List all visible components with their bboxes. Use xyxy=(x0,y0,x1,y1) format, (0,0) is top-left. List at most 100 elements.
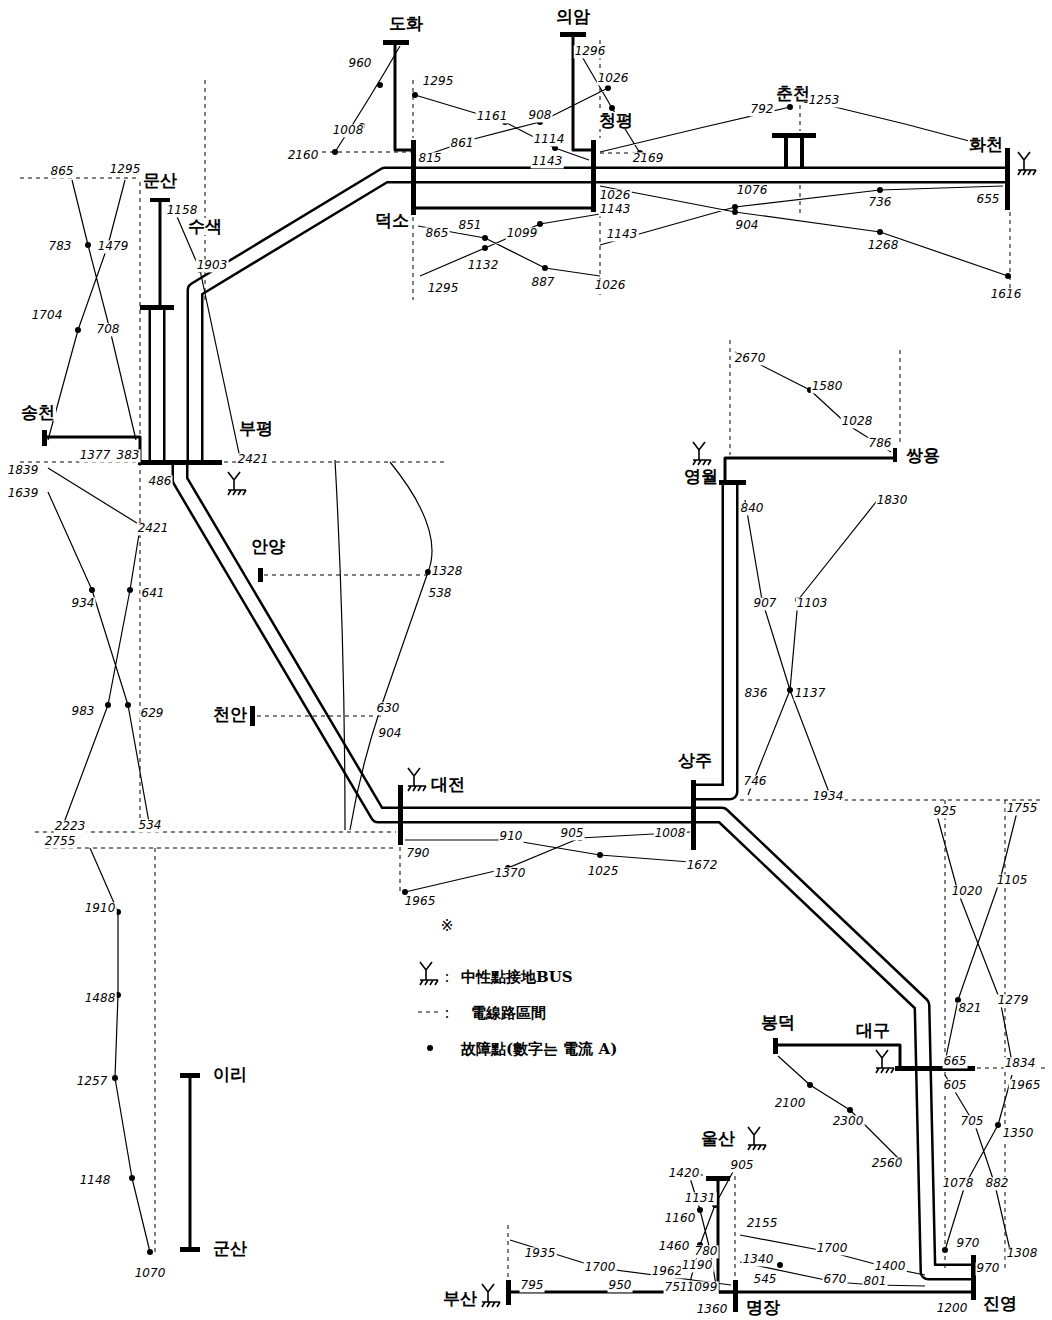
bus-bar: 춘천 xyxy=(772,133,816,138)
line-stroke xyxy=(195,175,411,460)
bus-bar: 송천 xyxy=(42,430,47,446)
legend-text: 電線路區間 xyxy=(470,1005,547,1022)
fault-current-value: 1834 xyxy=(1004,1057,1037,1070)
transmission-line xyxy=(718,1181,733,1292)
legend-dash-sample xyxy=(418,1012,440,1013)
fault-current-value: 1672 xyxy=(686,859,719,872)
fault-current-value: 1360 xyxy=(696,1303,729,1316)
fault-current-value: 2670 xyxy=(734,352,767,365)
bus-bar: 상주 xyxy=(691,780,696,850)
line-gap xyxy=(696,815,971,1272)
bus-bar: 덕소 xyxy=(411,140,416,215)
fault-current-value: 1148 xyxy=(79,1174,112,1187)
fault-current-value: 1190 xyxy=(681,1259,714,1272)
line-stroke xyxy=(725,458,893,480)
fault-current-value: 1934 xyxy=(812,790,845,803)
fault-current-value: 1903 xyxy=(196,259,229,272)
fault-current-value: 1295 xyxy=(109,163,142,176)
bus-name: 쌍용 xyxy=(905,447,941,464)
transmission-line xyxy=(738,1292,971,1293)
fault-current-value: 1328 xyxy=(431,565,464,578)
line-gap xyxy=(180,465,398,815)
bus-bar: 안양 xyxy=(258,568,263,582)
grounded-bus-symbol xyxy=(228,472,246,495)
bus-name: 수색 xyxy=(187,218,223,235)
legend-text: 中性點接地BUS xyxy=(460,969,574,986)
fault-current-value: 1160 xyxy=(664,1212,697,1225)
fault-current-value: 1026 xyxy=(594,279,627,292)
fault-current-value: 821 xyxy=(958,1002,983,1015)
fault-current-value: 1700 xyxy=(816,1242,849,1255)
fault-current-value: 2560 xyxy=(871,1157,904,1170)
transmission-line xyxy=(511,1292,733,1293)
fault-current-value: 534 xyxy=(138,819,163,832)
fault-current-value: 1070 xyxy=(134,1267,167,1280)
fault-current-value: 746 xyxy=(743,775,768,788)
fault-current-value: 1253 xyxy=(808,94,841,107)
fault-current-value: 780 xyxy=(694,1245,719,1258)
fault-current-value: 1026 xyxy=(597,72,630,85)
fault-current-value: 887 xyxy=(531,276,556,289)
bus-bar: 문산 xyxy=(150,198,170,202)
fault-current-value: 630 xyxy=(376,702,401,715)
fault-current-value: 2421 xyxy=(137,522,170,535)
fault-current-value: 1076 xyxy=(736,184,769,197)
fault-current-value: 783 xyxy=(48,240,73,253)
fault-current-value: 970 xyxy=(956,1237,981,1250)
bus-name: 진영 xyxy=(982,1295,1018,1312)
fault-current-value: 538 xyxy=(428,587,453,600)
fault-current-value: 1704 xyxy=(31,309,64,322)
line-gap xyxy=(151,310,163,460)
legend-ground-sample xyxy=(420,962,438,985)
fault-current-value: 1131 xyxy=(684,1192,717,1205)
line-stroke xyxy=(149,310,166,460)
bus-name: 영월 xyxy=(683,468,719,485)
bus-bar: 화천 xyxy=(1005,148,1010,210)
fault-current-value: 2755 xyxy=(44,835,77,848)
fault-current-value: 861 xyxy=(450,137,475,150)
line-stroke xyxy=(47,437,140,460)
line-gap xyxy=(403,809,691,821)
fault-current-value: 1099 xyxy=(506,227,539,240)
fault-current-value: 1400 xyxy=(874,1260,907,1273)
fault-current-value: 629 xyxy=(140,707,165,720)
line-gap xyxy=(195,175,411,460)
fault-current-value: 1257 xyxy=(76,1075,109,1088)
fault-current-value: 383 xyxy=(116,449,141,462)
fault-current-value: 904 xyxy=(378,727,403,740)
transmission-line xyxy=(725,458,893,480)
line-stroke xyxy=(189,1078,192,1247)
legend-colon: : xyxy=(443,969,450,986)
fault-current-value: 904 xyxy=(735,219,760,232)
bus-name: 부평 xyxy=(238,420,274,437)
fault-current-value: 1639 xyxy=(7,487,40,500)
fault-current-value: 1935 xyxy=(524,1247,557,1260)
fault-current-value: 882 xyxy=(985,1177,1010,1190)
fault-current-value: 840 xyxy=(740,502,765,515)
line-stroke xyxy=(596,167,1005,184)
fault-current-value: 1103 xyxy=(796,597,829,610)
bus-name: 명장 xyxy=(745,1299,781,1316)
legend-text: 故障點(數字는 電流 A) xyxy=(460,1041,618,1058)
double-circuit-line xyxy=(403,815,691,816)
fault-current-value: 2169 xyxy=(632,152,665,165)
bus-name: 대전 xyxy=(430,776,466,793)
line-stroke xyxy=(416,167,591,184)
line-stroke xyxy=(403,807,691,824)
fault-current-value: 1616 xyxy=(990,288,1023,301)
fault-current-value: 905 xyxy=(730,1159,755,1172)
bus-bar: 쌍용 xyxy=(893,448,897,462)
grounded-bus-symbol xyxy=(876,1050,894,1073)
fault-current-value: 751 xyxy=(664,1281,689,1294)
bus-bar: 대구 xyxy=(895,1066,975,1071)
fault-current-value: 1488 xyxy=(84,992,117,1005)
double-circuit-line xyxy=(696,485,730,792)
bus-name: 울산 xyxy=(700,1130,736,1147)
bus-name: 천안 xyxy=(212,706,248,723)
fault-current-value: 851 xyxy=(458,219,483,232)
transmission-line xyxy=(573,37,591,150)
fault-current-value: 1114 xyxy=(533,133,566,146)
bus-name: 상주 xyxy=(677,752,713,769)
